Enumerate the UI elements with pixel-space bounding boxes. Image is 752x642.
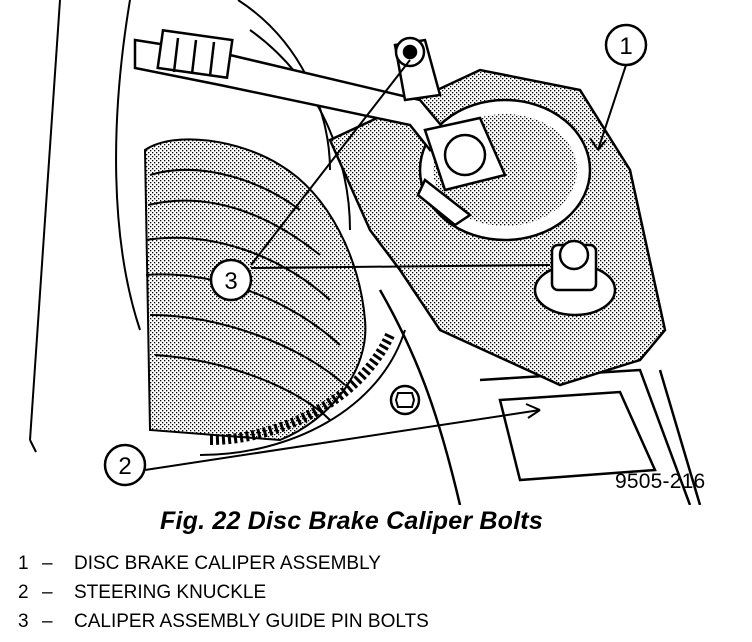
legend-separator: – — [42, 611, 53, 632]
legend-separator: – — [42, 582, 53, 603]
cv-boot — [143, 138, 367, 442]
callout-numbers: 1 3 2 — [118, 33, 632, 480]
brake-assembly-illustration: 1 3 2 — [29, 0, 702, 505]
legend-separator: – — [42, 553, 53, 574]
legend-number: 1 — [18, 553, 29, 574]
figure-caption: Fig. 22 Disc Brake Caliper Bolts — [160, 507, 543, 535]
legend-text: CALIPER ASSEMBLY GUIDE PIN BOLTS — [74, 611, 429, 632]
bleeder-screw — [393, 36, 442, 102]
legend-text: DISC BRAKE CALIPER ASSEMBLY — [74, 553, 381, 574]
banjo-bolt — [416, 116, 507, 227]
legend-item: 2–STEERING KNUCKLE — [18, 578, 429, 607]
leader-lines — [144, 59, 627, 471]
legend-item: 3–CALIPER ASSEMBLY GUIDE PIN BOLTS — [18, 607, 429, 636]
legend-text: STEERING KNUCKLE — [74, 582, 267, 603]
callout-2-label: 2 — [118, 453, 131, 480]
callout-3-label: 3 — [224, 268, 237, 295]
legend-number: 2 — [18, 582, 29, 603]
tone-ring — [199, 329, 406, 456]
legend-item: 1–DISC BRAKE CALIPER ASSEMBLY — [18, 549, 429, 578]
legend-number: 3 — [18, 611, 29, 632]
brake-hose — [133, 28, 447, 153]
background-arcs — [29, 0, 351, 453]
steering-knuckle — [378, 289, 702, 505]
callout-1-label: 1 — [619, 33, 632, 60]
legend-list: 1–DISC BRAKE CALIPER ASSEMBLY 2–STEERING… — [18, 549, 429, 636]
figure-id: 9505-216 — [615, 470, 706, 493]
guide-pin-bolt-lower — [533, 239, 617, 317]
